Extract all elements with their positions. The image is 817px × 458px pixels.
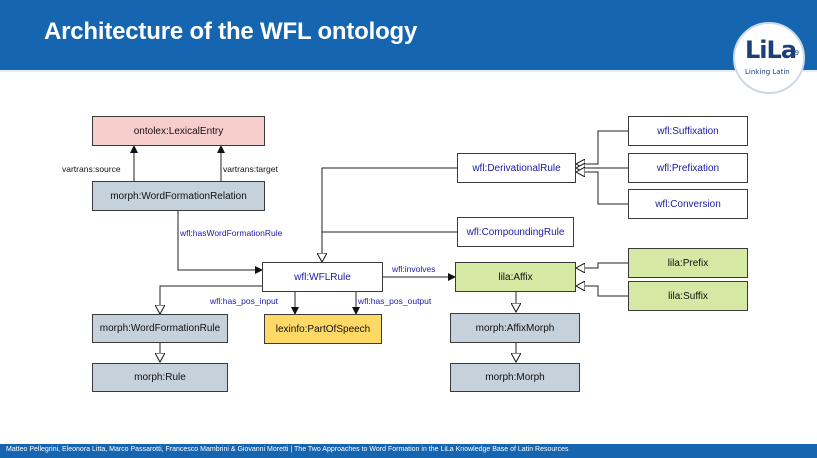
- node-lexical-entry: ontolex:LexicalEntry: [92, 116, 265, 146]
- label-involves: wfl:involves: [392, 264, 436, 274]
- node-compounding-rule: wfl:CompoundingRule: [457, 217, 574, 247]
- node-morph: morph:Morph: [450, 363, 580, 392]
- node-suffix: lila:Suffix: [628, 281, 748, 311]
- node-conversion: wfl:Conversion: [628, 189, 748, 219]
- edge-prefix-subclass: [576, 262, 628, 268]
- node-wfl-rule: wfl:WFLRule: [262, 262, 383, 292]
- label-vartrans-target: vartrans:target: [223, 164, 278, 174]
- label-has-pos-input: wfl:has_pos_input: [210, 296, 279, 306]
- node-suffixation: wfl:Suffixation: [628, 116, 748, 146]
- node-word-formation-relation: morph:WordFormationRelation: [92, 181, 265, 211]
- footer-text: Matteo Pellegrini, Eleonora Litta, Marco…: [6, 446, 569, 453]
- edge-conversion-subclass: [576, 172, 628, 205]
- logo-subtitle: Linking Latin: [745, 68, 790, 76]
- node-word-formation-rule: morph:WordFormationRule: [92, 314, 228, 343]
- edge-has-word-formation-rule: [177, 211, 263, 274]
- label-has-pos-output: wfl:has_pos_output: [358, 296, 432, 306]
- slide-title: Architecture of the WFL ontology: [44, 18, 418, 45]
- node-affix-morph: morph:AffixMorph: [450, 313, 580, 343]
- page-number: 19: [791, 50, 799, 57]
- node-rule: morph:Rule: [92, 363, 228, 392]
- edge-derivational-subclass: [322, 167, 457, 262]
- node-prefixation: wfl:Prefixation: [628, 153, 748, 183]
- node-part-of-speech: lexinfo:PartOfSpeech: [264, 314, 382, 344]
- logo-text: LiLa: [745, 36, 797, 64]
- lila-logo: LiLa 19 Linking Latin: [733, 22, 805, 94]
- footer-bar: Matteo Pellegrini, Eleonora Litta, Marco…: [0, 444, 817, 458]
- node-affix: lila:Affix: [455, 262, 576, 292]
- node-prefix: lila:Prefix: [628, 248, 748, 278]
- header-bar: [0, 0, 817, 72]
- node-derivational-rule: wfl:DerivationalRule: [457, 153, 576, 183]
- label-vartrans-source: vartrans:source: [62, 164, 121, 174]
- edge-wflrule-subclass: [160, 285, 262, 314]
- edge-suffixation-subclass: [576, 130, 628, 164]
- edge-suffix-subclass: [576, 286, 628, 297]
- label-has-word-formation-rule: wfl:hasWordFormationRule: [180, 228, 283, 238]
